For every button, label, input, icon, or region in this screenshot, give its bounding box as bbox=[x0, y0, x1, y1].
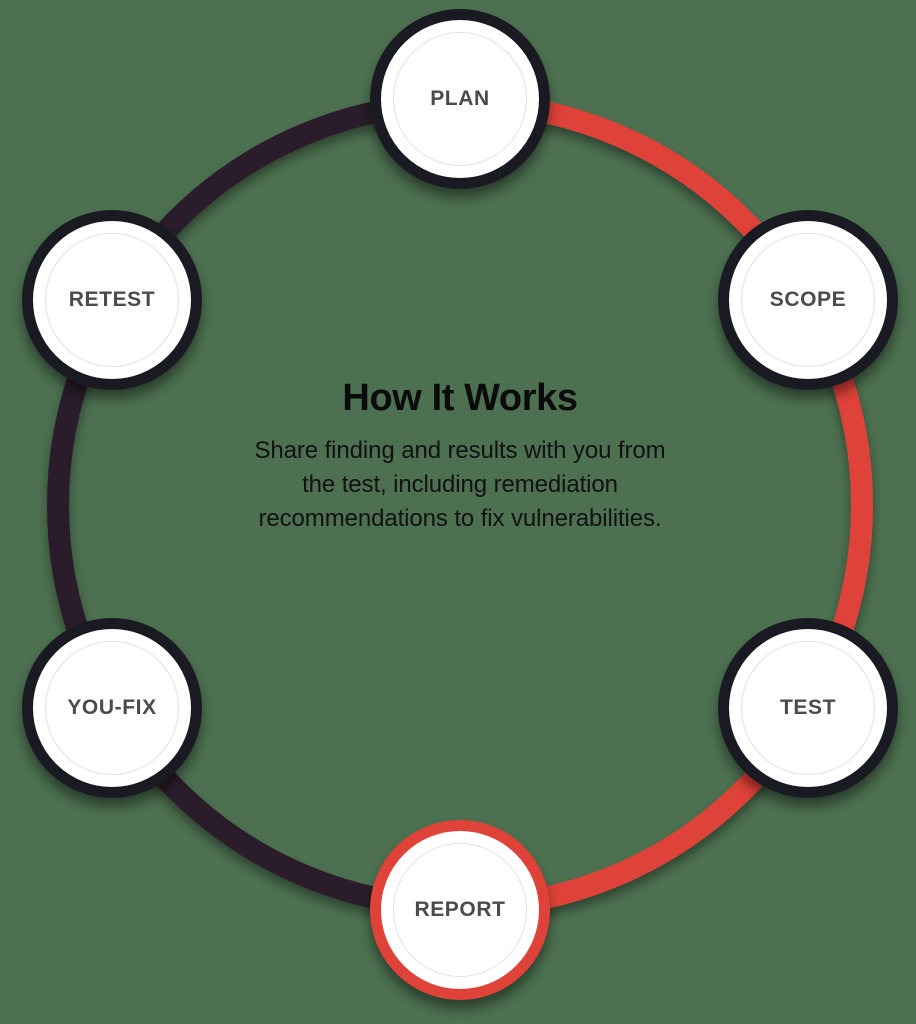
cycle-node-report[interactable]: REPORT bbox=[370, 820, 550, 1000]
arc-progress-red bbox=[459, 92, 873, 918]
cycle-node-test[interactable]: TEST bbox=[718, 618, 898, 798]
cycle-node-scope[interactable]: SCOPE bbox=[718, 210, 898, 390]
cycle-node-label: TEST bbox=[779, 696, 837, 719]
cycle-node-label: RETEST bbox=[68, 288, 156, 311]
cycle-node-label: SCOPE bbox=[769, 288, 847, 311]
cycle-node-plan[interactable]: PLAN bbox=[370, 9, 550, 189]
cycle-node-you-fix[interactable]: YOU-FIX bbox=[22, 618, 202, 798]
cycle-node-label: REPORT bbox=[414, 898, 506, 921]
cycle-node-label: PLAN bbox=[430, 87, 490, 110]
cycle-node-label: YOU-FIX bbox=[67, 696, 157, 719]
cycle-node-retest[interactable]: RETEST bbox=[22, 210, 202, 390]
arc-remaining-dark bbox=[47, 92, 461, 918]
